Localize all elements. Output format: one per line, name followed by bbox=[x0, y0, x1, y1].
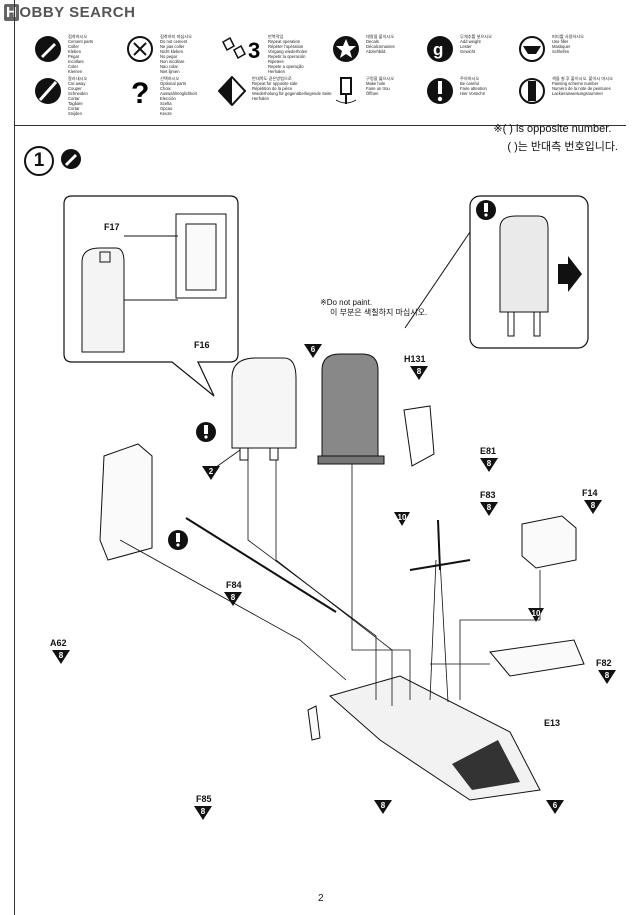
optional-icon: ? bbox=[131, 77, 149, 106]
step-number: 1 bbox=[24, 146, 54, 176]
part-label-f16: F16 bbox=[194, 340, 210, 350]
legend-text: 퍼티를 사용하시오 Use filler Mastiquer Schleifen bbox=[552, 34, 584, 54]
page-border-left bbox=[14, 0, 15, 915]
legend-text: 구멍을 뚫으시오 Make hole Faire un trou Öffnen bbox=[366, 76, 395, 96]
legend-item-filler: 퍼티를 사용하시오 Use filler Mastiquer Schleifen bbox=[518, 34, 584, 64]
legend-text: 색을 칠 후 붙이시오. 붙이시 마시오 Painting scheme num… bbox=[552, 76, 613, 96]
svg-text:2: 2 bbox=[209, 467, 214, 476]
svg-text:6: 6 bbox=[553, 801, 558, 810]
legend-item-cut: 잘라내시오 Cut away Couper Schneiden Cortar T… bbox=[34, 76, 88, 116]
paint-note-english: ※Do not paint. bbox=[320, 298, 373, 307]
legend-text: 주의하시오 Be careful Faire attention Hier Vo… bbox=[460, 76, 487, 96]
svg-text:10: 10 bbox=[398, 513, 407, 522]
svg-text:8: 8 bbox=[487, 503, 492, 512]
legend-item-decal: 데칼을 붙이시오 Decals Décalcomanies Abziehbild bbox=[332, 34, 395, 64]
cut-icon bbox=[35, 78, 61, 104]
part-label-f83: F83 bbox=[480, 490, 496, 500]
part-label-f82: F82 bbox=[596, 658, 612, 668]
legend-text: 반복작업 Repeat operation Répéter l'opératio… bbox=[268, 34, 308, 74]
svg-text:8: 8 bbox=[381, 801, 386, 810]
legend-item-careful: 주의하시오 Be careful Faire attention Hier Vo… bbox=[426, 76, 487, 106]
svg-text:3: 3 bbox=[248, 38, 260, 63]
part-label-e13: E13 bbox=[544, 718, 561, 728]
note-english: ※( ) is opposite number. bbox=[493, 123, 612, 135]
part-label-a62: A62 bbox=[50, 638, 67, 648]
svg-text:8: 8 bbox=[487, 459, 492, 468]
part-label-f17: F17 bbox=[104, 222, 120, 232]
svg-text:6: 6 bbox=[311, 345, 316, 354]
legend-text: 데칼을 붙이시오 Decals Décalcomanies Abziehbild bbox=[366, 34, 395, 54]
do-not-paint-note: ※Do not paint. 이 부분은 색칠하지 마십시오. bbox=[320, 298, 427, 318]
detail-box-fuel-tank bbox=[63, 195, 239, 397]
legend-text: 선택하시오 Optional parts Choix Auswahlmöglic… bbox=[160, 76, 197, 116]
hole-icon bbox=[335, 77, 357, 104]
paint-icon bbox=[519, 78, 545, 104]
legend-item-hole: 구멍을 뚫으시오 Make hole Faire un trou Öffnen bbox=[332, 76, 394, 106]
detail-box-careful bbox=[404, 195, 589, 349]
svg-text:g: g bbox=[433, 40, 443, 59]
legend-text: 무게추를 넣으시오 Add weight Lester Gewicht bbox=[460, 34, 492, 54]
filler-icon bbox=[519, 36, 545, 62]
legend-divider bbox=[14, 125, 626, 126]
svg-text:?: ? bbox=[131, 77, 149, 106]
cement-icon bbox=[35, 36, 61, 62]
svg-text:10: 10 bbox=[532, 609, 541, 618]
note-korean: ( )는 반대측 번호입니다. bbox=[507, 141, 618, 153]
cement-icon bbox=[61, 149, 81, 169]
opposite-side-icon bbox=[218, 76, 246, 106]
part-label-h131: H131 bbox=[404, 354, 426, 364]
svg-text:8: 8 bbox=[201, 807, 206, 816]
legend-item-repeat: 3 반복작업 Repeat operation Répéter l'opérat… bbox=[218, 34, 307, 74]
opposite-number-note: ※( ) is opposite number. ( )는 반대측 번호입니다. bbox=[493, 122, 618, 154]
legend-text: 잘라내시오 Cut away Couper Schneiden Cortar T… bbox=[68, 76, 88, 116]
repeat-icon: 3 bbox=[222, 36, 260, 63]
legend-item-weight: g 무게추를 넣으시오 Add weight Lester Gewicht bbox=[426, 34, 492, 64]
legend-item-no-cement: 접착하지 마십시오 Do not cement Ne pas coller Ni… bbox=[126, 34, 192, 74]
svg-text:8: 8 bbox=[59, 651, 64, 660]
legend-item-optional: ? 선택하시오 Optional parts Choix Auswahlmögl… bbox=[126, 76, 197, 116]
part-label-f85: F85 bbox=[196, 794, 212, 804]
legend-text: 접착하시오 Cement parts Coller Kleben Pégar I… bbox=[68, 34, 94, 74]
legend-text: 접착하지 마십시오 Do not cement Ne pas coller Ni… bbox=[160, 34, 192, 74]
symbol-legend: 접착하시오 Cement parts Coller Kleben Pégar I… bbox=[0, 0, 640, 124]
svg-text:8: 8 bbox=[591, 501, 596, 510]
weight-icon: g bbox=[427, 36, 453, 62]
no-cement-icon bbox=[127, 36, 153, 62]
svg-text:8: 8 bbox=[231, 593, 236, 602]
page-number: 2 bbox=[318, 893, 324, 904]
legend-item-opposite: 반대쪽도 같은방법으로 Repeat for opposite side Rép… bbox=[218, 76, 332, 106]
legend-item-cement: 접착하시오 Cement parts Coller Kleben Pégar I… bbox=[34, 34, 93, 74]
legend-text: 반대쪽도 같은방법으로 Repeat for opposite side Rép… bbox=[252, 76, 332, 101]
part-label-f84: F84 bbox=[226, 580, 242, 590]
decal-icon bbox=[333, 36, 359, 62]
legend-item-paint: 색을 칠 후 붙이시오. 붙이시 마시오 Painting scheme num… bbox=[518, 76, 613, 106]
part-label-e81: E81 bbox=[480, 446, 497, 456]
svg-text:8: 8 bbox=[417, 367, 422, 376]
careful-icon bbox=[427, 78, 453, 104]
paint-note-korean: 이 부분은 색칠하지 마십시오. bbox=[330, 308, 428, 317]
svg-text:8: 8 bbox=[605, 671, 610, 680]
part-label-f14: F14 bbox=[582, 488, 598, 498]
